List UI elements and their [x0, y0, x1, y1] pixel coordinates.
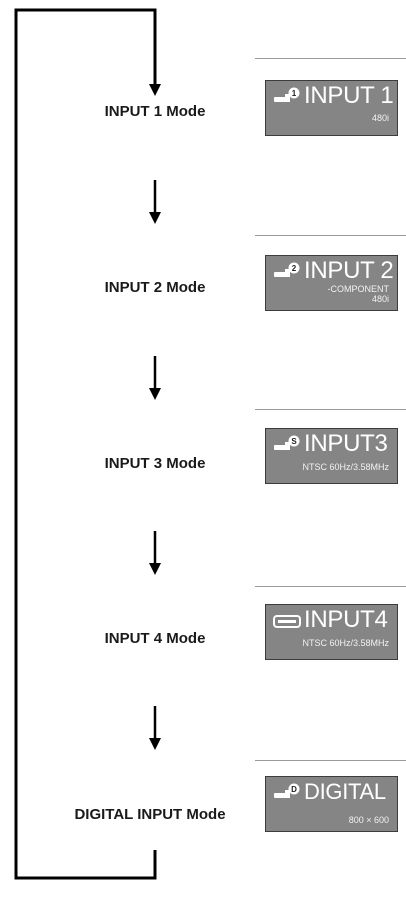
- osd-signal-info: NTSC 60Hz/3.58MHz: [302, 638, 389, 648]
- input-number-badge: 2: [292, 264, 297, 273]
- osd-screen-input-4: INPUT4 NTSC 60Hz/3.58MHz: [265, 604, 398, 660]
- separator-rule: [255, 586, 406, 587]
- osd-screen-input-2: 2 INPUT 2 -COMPONENT 480i: [265, 255, 398, 311]
- separator-rule: [255, 409, 406, 410]
- s-video-connector-icon: S: [274, 435, 300, 450]
- input-number-badge: D: [291, 785, 297, 794]
- input-number-badge: 1: [292, 89, 297, 98]
- mode-label-input-1: INPUT 1 Mode: [104, 103, 206, 120]
- input-connector-icon: 1: [274, 87, 300, 102]
- signal-format: 480i: [371, 294, 389, 304]
- input-connector-icon: 2: [274, 262, 300, 277]
- down-arrow-1: [149, 180, 161, 224]
- input-number-badge: S: [291, 437, 297, 446]
- signal-format: 480i: [371, 113, 389, 123]
- osd-signal-info: -COMPONENT 480i: [328, 284, 390, 304]
- osd-signal-info: 800 × 600: [349, 815, 389, 825]
- mode-label-digital: DIGITAL INPUT Mode: [74, 806, 226, 823]
- down-arrow-3: [149, 531, 161, 575]
- video-connector-icon: [273, 615, 301, 628]
- osd-signal-info: NTSC 60Hz/3.58MHz: [302, 462, 389, 472]
- mode-label-input-4: INPUT 4 Mode: [104, 630, 206, 647]
- down-arrow-4: [149, 706, 161, 750]
- osd-title: INPUT3: [304, 430, 388, 457]
- signal-type: -COMPONENT: [327, 284, 390, 294]
- signal-format: NTSC 60Hz/3.58MHz: [302, 462, 389, 472]
- osd-screen-input-3: S INPUT3 NTSC 60Hz/3.58MHz: [265, 428, 398, 484]
- mode-label-input-3: INPUT 3 Mode: [104, 455, 206, 472]
- arrow-head-1: [149, 84, 161, 96]
- down-arrow-2: [149, 356, 161, 400]
- separator-rule: [255, 760, 406, 761]
- signal-format: NTSC 60Hz/3.58MHz: [302, 638, 389, 648]
- osd-title: INPUT4: [304, 606, 388, 633]
- osd-title: DIGITAL: [304, 779, 386, 804]
- osd-title: INPUT 1: [304, 82, 394, 109]
- mode-label-input-2: INPUT 2 Mode: [104, 279, 206, 296]
- osd-title: INPUT 2: [304, 257, 394, 284]
- signal-resolution: 800 × 600: [348, 815, 389, 825]
- separator-rule: [255, 58, 406, 59]
- osd-screen-input-1: 1 INPUT 1 480i: [265, 80, 398, 136]
- digital-connector-icon: D: [274, 783, 300, 798]
- osd-signal-info: 480i: [372, 113, 389, 123]
- separator-rule: [255, 235, 406, 236]
- loop-line: [14, 8, 157, 880]
- osd-screen-digital: D DIGITAL 800 × 600: [265, 776, 398, 832]
